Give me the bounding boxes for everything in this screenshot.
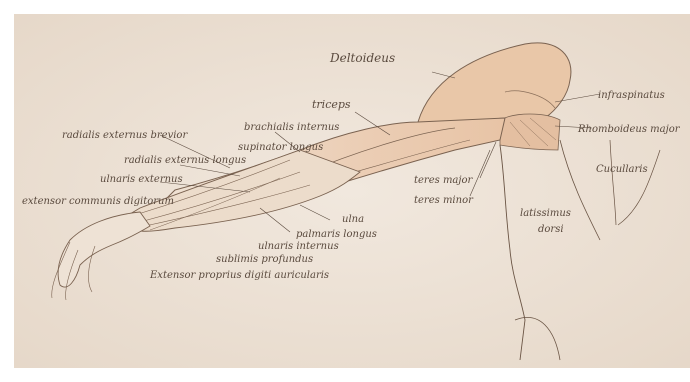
label-supinator-longus: supinator longus [238, 142, 323, 153]
label-deltoideus: Deltoideus [329, 51, 395, 65]
label-cucullaris: Cucullaris [596, 164, 648, 175]
label-teres-major: teres major [414, 175, 474, 186]
label-triceps: triceps [312, 98, 351, 111]
label-radialis-externus-brevior: radialis externus brevior [62, 130, 188, 141]
label-palmaris-longus: palmaris longus [296, 229, 377, 240]
label-extensor-communis: extensor communis digitorum [22, 196, 174, 207]
label-rhomboideus-major: Rhomboideus major [577, 124, 681, 135]
paper-background [14, 14, 690, 368]
label-teres-minor: teres minor [414, 195, 474, 206]
scapular-muscles-shape [500, 114, 560, 150]
label-extensor-proprius: Extensor proprius digiti auricularis [149, 270, 329, 281]
label-brachialis-internus: brachialis internus [244, 122, 339, 133]
label-latissimus: latissimus [520, 208, 571, 219]
label-sublimis-profundus: sublimis profundus [216, 254, 313, 265]
label-ulna: ulna [342, 214, 364, 225]
label-infraspinatus: infraspinatus [598, 90, 665, 101]
label-dorsi: dorsi [538, 224, 564, 235]
label-ulnaris-internus: ulnaris internus [258, 241, 339, 252]
label-ulnaris-externus: ulnaris externus [100, 174, 183, 185]
label-radialis-externus-longus: radialis externus longus [124, 155, 246, 166]
